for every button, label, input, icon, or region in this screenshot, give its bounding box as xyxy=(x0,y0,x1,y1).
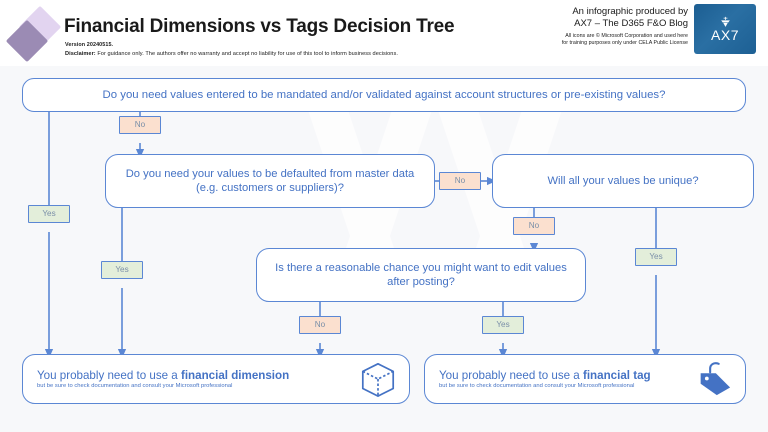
result-1-emphasis: financial dimension xyxy=(180,368,290,382)
edge-label-yes-2: Yes xyxy=(101,261,143,279)
legal-block: All icons are © Microsoft Corporation an… xyxy=(508,33,688,47)
edge-label-no-1: No xyxy=(119,116,161,134)
result-2-main: You probably need to use a financial tag xyxy=(439,369,651,382)
edge-label-yes-1: Yes xyxy=(28,205,70,223)
diamond-logo-icon xyxy=(5,5,62,63)
edge-label-no-4: No xyxy=(299,316,341,334)
result-1-main: You probably need to use a financial dim… xyxy=(37,369,289,382)
result-node-financial-dimension[interactable]: You probably need to use a financial dim… xyxy=(22,354,410,404)
result-2-lead: You probably need to use a xyxy=(439,368,583,382)
result-2-emphasis: financial tag xyxy=(582,368,651,382)
version-text: Version 20240515. xyxy=(65,42,114,48)
result-node-financial-tag[interactable]: You probably need to use a financial tag… xyxy=(424,354,746,404)
flowchart-canvas: Do you need values entered to be mandate… xyxy=(0,66,768,432)
result-1-sub: but be sure to check documentation and c… xyxy=(37,382,233,389)
cube-icon xyxy=(361,362,395,397)
edge-label-yes-4: Yes xyxy=(482,316,524,334)
question-node-3[interactable]: Will all your values be unique? xyxy=(492,154,754,208)
question-node-2[interactable]: Do you need your values to be defaulted … xyxy=(105,154,435,208)
header: Financial Dimensions vs Tags Decision Tr… xyxy=(0,0,768,66)
question-node-1[interactable]: Do you need values entered to be mandate… xyxy=(22,78,746,112)
credit-line-1: An infographic produced by xyxy=(572,6,688,17)
ax7-emblem-icon xyxy=(720,16,730,27)
disclaimer-label: Disclaimer: xyxy=(65,51,96,57)
ax7-logo: AX7 xyxy=(694,4,756,54)
edge-label-no-2: No xyxy=(439,172,481,190)
legal-line-1: All icons are © Microsoft Corporation an… xyxy=(565,33,688,39)
result-2-sub: but be sure to check documentation and c… xyxy=(439,382,635,389)
question-node-4[interactable]: Is there a reasonable chance you might w… xyxy=(256,248,586,302)
result-1-lead: You probably need to use a xyxy=(37,368,181,382)
edge-label-yes-3: Yes xyxy=(635,248,677,266)
tag-icon xyxy=(700,362,731,396)
page-title: Financial Dimensions vs Tags Decision Tr… xyxy=(64,16,455,37)
disclaimer-text: Disclaimer: For guidance only. The autho… xyxy=(65,51,398,57)
edge-label-no-3: No xyxy=(513,217,555,235)
legal-line-2: for training purposes only under CELA Pu… xyxy=(561,40,688,47)
ax7-logo-text: AX7 xyxy=(711,27,739,43)
credit-block: An infographic produced by AX7 – The D36… xyxy=(512,6,688,30)
disclaimer-body: For guidance only. The authors offer no … xyxy=(95,51,398,57)
credit-line-2: AX7 – The D365 F&O Blog xyxy=(574,18,688,29)
